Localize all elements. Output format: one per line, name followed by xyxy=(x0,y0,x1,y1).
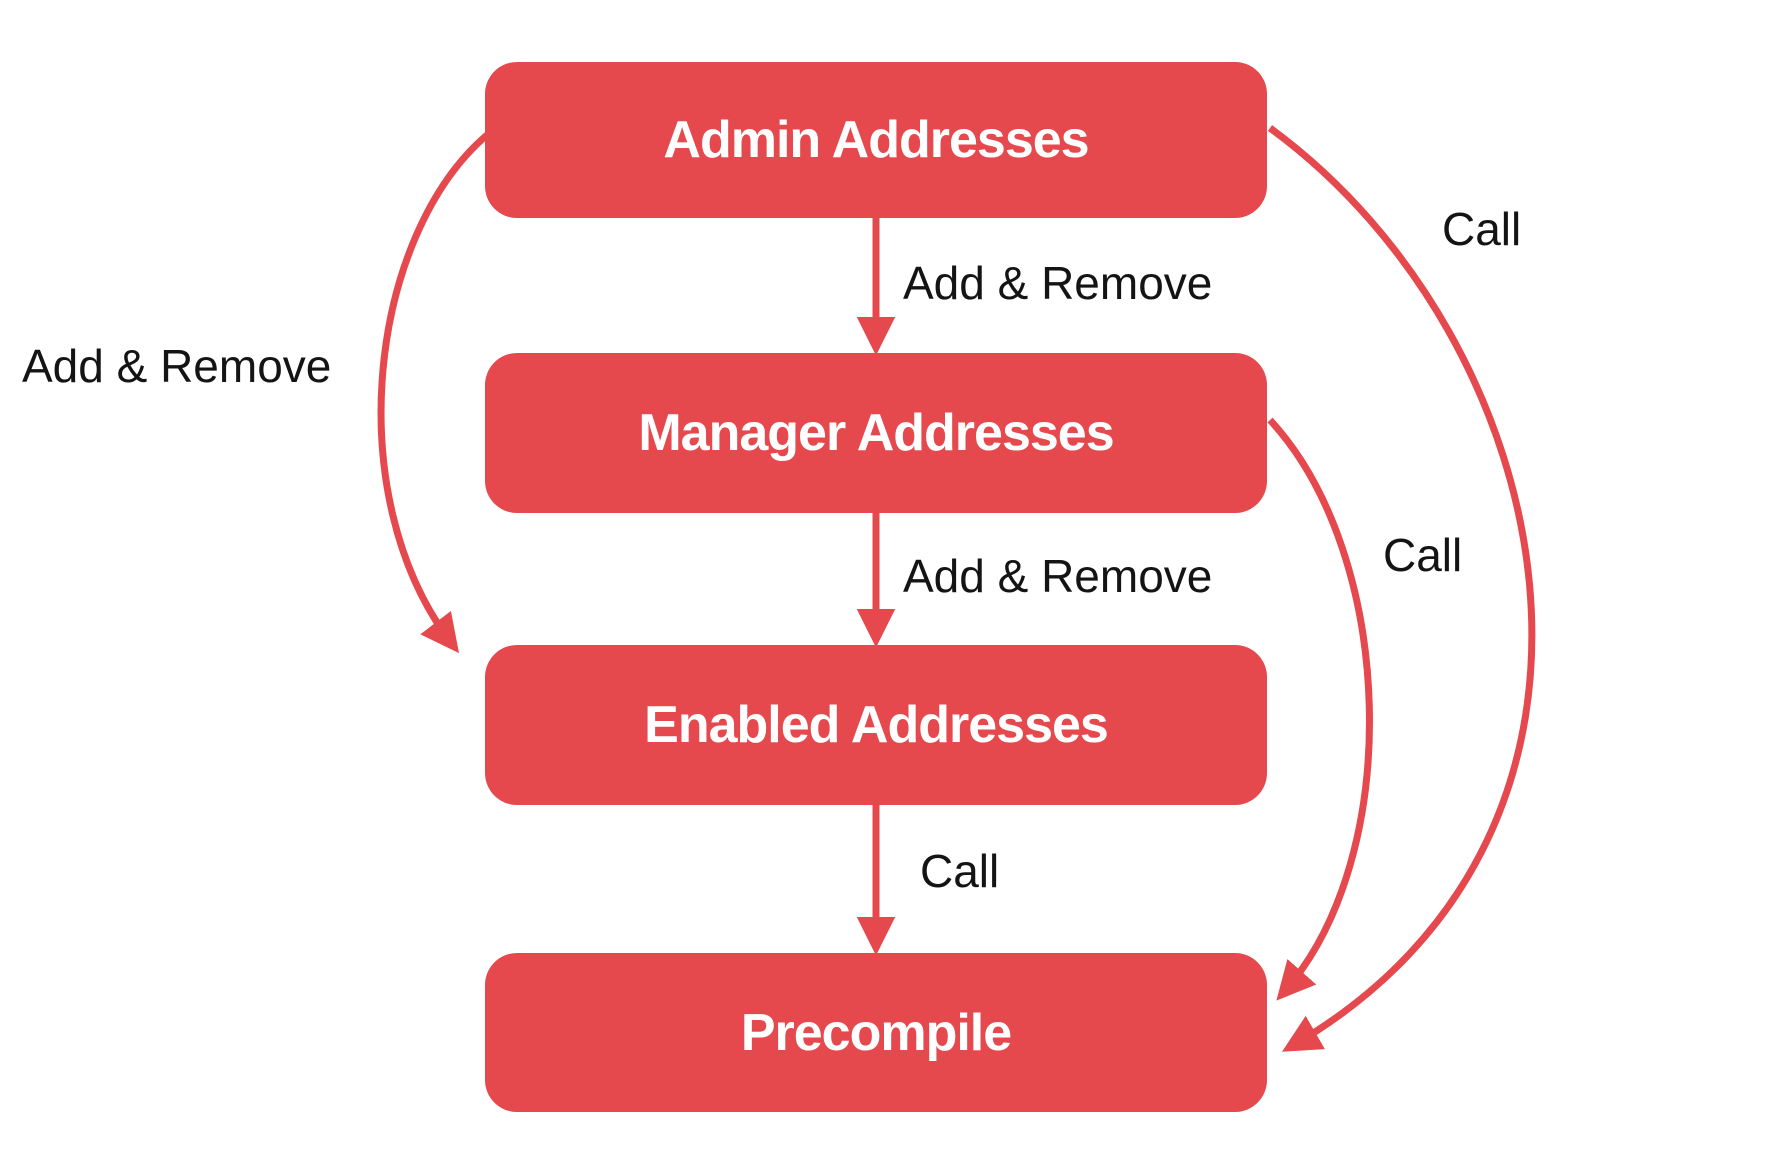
node-enabled-addresses-label: Enabled Addresses xyxy=(644,696,1109,754)
node-enabled-addresses: Enabled Addresses xyxy=(485,645,1267,805)
label-admin-to-manager: Add & Remove xyxy=(903,257,1213,309)
edge-manager-to-precompile-curve xyxy=(1267,417,1373,1001)
node-precompile: Precompile xyxy=(485,953,1267,1112)
label-manager-to-precompile: Call xyxy=(1383,529,1463,581)
node-precompile-label: Precompile xyxy=(740,1003,1012,1062)
node-manager-addresses: Manager Addresses xyxy=(485,353,1267,513)
node-admin-addresses: Admin Addresses xyxy=(485,62,1267,218)
edge-admin-to-enabled-curve xyxy=(377,132,490,654)
edge-admin-to-precompile-curve xyxy=(1267,125,1536,1052)
label-manager-to-enabled: Add & Remove xyxy=(903,550,1213,602)
node-manager-addresses-label: Manager Addresses xyxy=(638,404,1114,462)
label-enabled-to-precompile: Call xyxy=(920,845,1000,897)
node-admin-addresses-label: Admin Addresses xyxy=(663,111,1089,169)
label-admin-to-precompile: Call xyxy=(1442,203,1522,255)
label-admin-to-enabled: Add & Remove xyxy=(22,340,332,392)
